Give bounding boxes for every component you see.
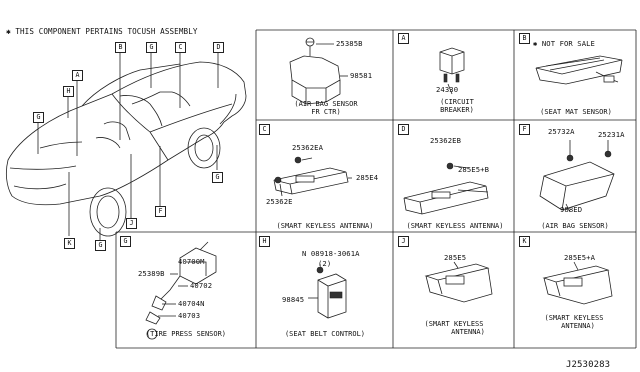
caption-a-line1: (CIRCUIT (440, 98, 474, 106)
part-25362e: 25362E (266, 197, 293, 206)
caption-d: (SMART KEYLESS ANTENNA) (406, 222, 504, 230)
panel-tag-k: K (519, 236, 530, 247)
part-98581: 98581 (350, 71, 373, 80)
panel-tag-f: F (519, 124, 530, 135)
panel-tag-g: G (120, 236, 131, 247)
callout-k: K (64, 238, 75, 249)
part-25389b: 25389B (138, 269, 165, 278)
not-for-sale-note: ✱ NOT FOR SALE (533, 39, 595, 48)
panel-tag-h: H (259, 236, 270, 247)
part-40700m: 40700M (178, 257, 205, 266)
part-988ed: 988ED (560, 205, 583, 214)
part-285e4: 285E4 (356, 173, 379, 182)
part-qty-2: (2) (318, 259, 332, 268)
callout-g-rear: G (212, 172, 223, 183)
airbag-sensor-fr-ctr-art (289, 37, 348, 105)
panel-tag-d: D (398, 124, 409, 135)
caption-f: (AIR BAG SENSOR) (541, 222, 609, 230)
part-285e5-a: 285E5+A (564, 253, 595, 262)
part-25362eb: 25362EB (430, 136, 461, 145)
caption-j-line1: (SMART KEYLESS (424, 320, 484, 328)
caption-k-line1: (SMART KEYLESS (544, 314, 604, 322)
car-illustration (5, 52, 247, 240)
smart-keyless-antenna-j-art (424, 261, 493, 303)
part-25385b: 25385B (336, 39, 363, 48)
caption-a-line2: BREAKER) (440, 106, 474, 114)
part-08918-3061a: N 08918-3061A (302, 249, 360, 258)
callout-g-front: G (95, 240, 106, 251)
callout-d: D (213, 42, 224, 53)
tire-press-sensor-art (145, 241, 217, 340)
panel-tag-a: A (398, 33, 409, 44)
part-285e5-b: 285E5+B (458, 165, 489, 174)
callout-f: F (155, 206, 166, 217)
part-40704n: 40704N (178, 299, 205, 308)
part-40702: 40702 (190, 281, 213, 290)
part-40703: 40703 (178, 311, 201, 320)
callout-g-left: G (33, 112, 44, 123)
caption-g: (TIRE PRESS SENSOR) (145, 330, 227, 338)
part-98845: 98845 (282, 295, 305, 304)
caption-airbag-fr-line1: (AIR BAG SENSOR (294, 100, 358, 108)
panel-tag-b: B (519, 33, 530, 44)
part-285e5: 285E5 (444, 253, 467, 262)
callout-g-top: G (146, 42, 157, 53)
seat-belt-control-art (308, 264, 347, 319)
caption-b: (SEAT MAT SENSOR) (540, 108, 612, 116)
circuit-breaker-art (439, 47, 465, 95)
caption-j-line2: ANTENNA) (451, 328, 485, 336)
panel-grid (115, 29, 637, 349)
airbag-sensor-f-art (539, 140, 615, 213)
caption-h: (SEAT BELT CONTROL) (284, 330, 366, 338)
seat-mat-sensor-art (535, 55, 623, 85)
header-note: ✱ THIS COMPONENT PERTAINS TOCUSH ASSEMBL… (6, 27, 198, 36)
part-25732a: 25732A (548, 127, 575, 136)
smart-keyless-antenna-k-art (542, 261, 613, 305)
caption-c: (SMART KEYLESS ANTENNA) (276, 222, 374, 230)
caption-k-line2: ANTENNA) (561, 322, 595, 330)
callout-c: C (175, 42, 186, 53)
panel-tag-j: J (398, 236, 409, 247)
smart-keyless-antenna-c-art (273, 156, 352, 197)
part-25231a: 25231A (598, 130, 625, 139)
part-24330: 24330 (436, 85, 459, 94)
callout-j: J (126, 218, 137, 229)
callout-h: H (63, 86, 74, 97)
callout-b: B (115, 42, 126, 53)
diagram-id: J2530283 (566, 360, 611, 370)
caption-airbag-fr-line2: FR CTR) (311, 108, 341, 116)
panel-tag-c: C (259, 124, 270, 135)
callout-a: A (72, 70, 83, 81)
part-25362ea: 25362EA (292, 143, 323, 152)
smart-keyless-antenna-d-art (403, 162, 489, 215)
